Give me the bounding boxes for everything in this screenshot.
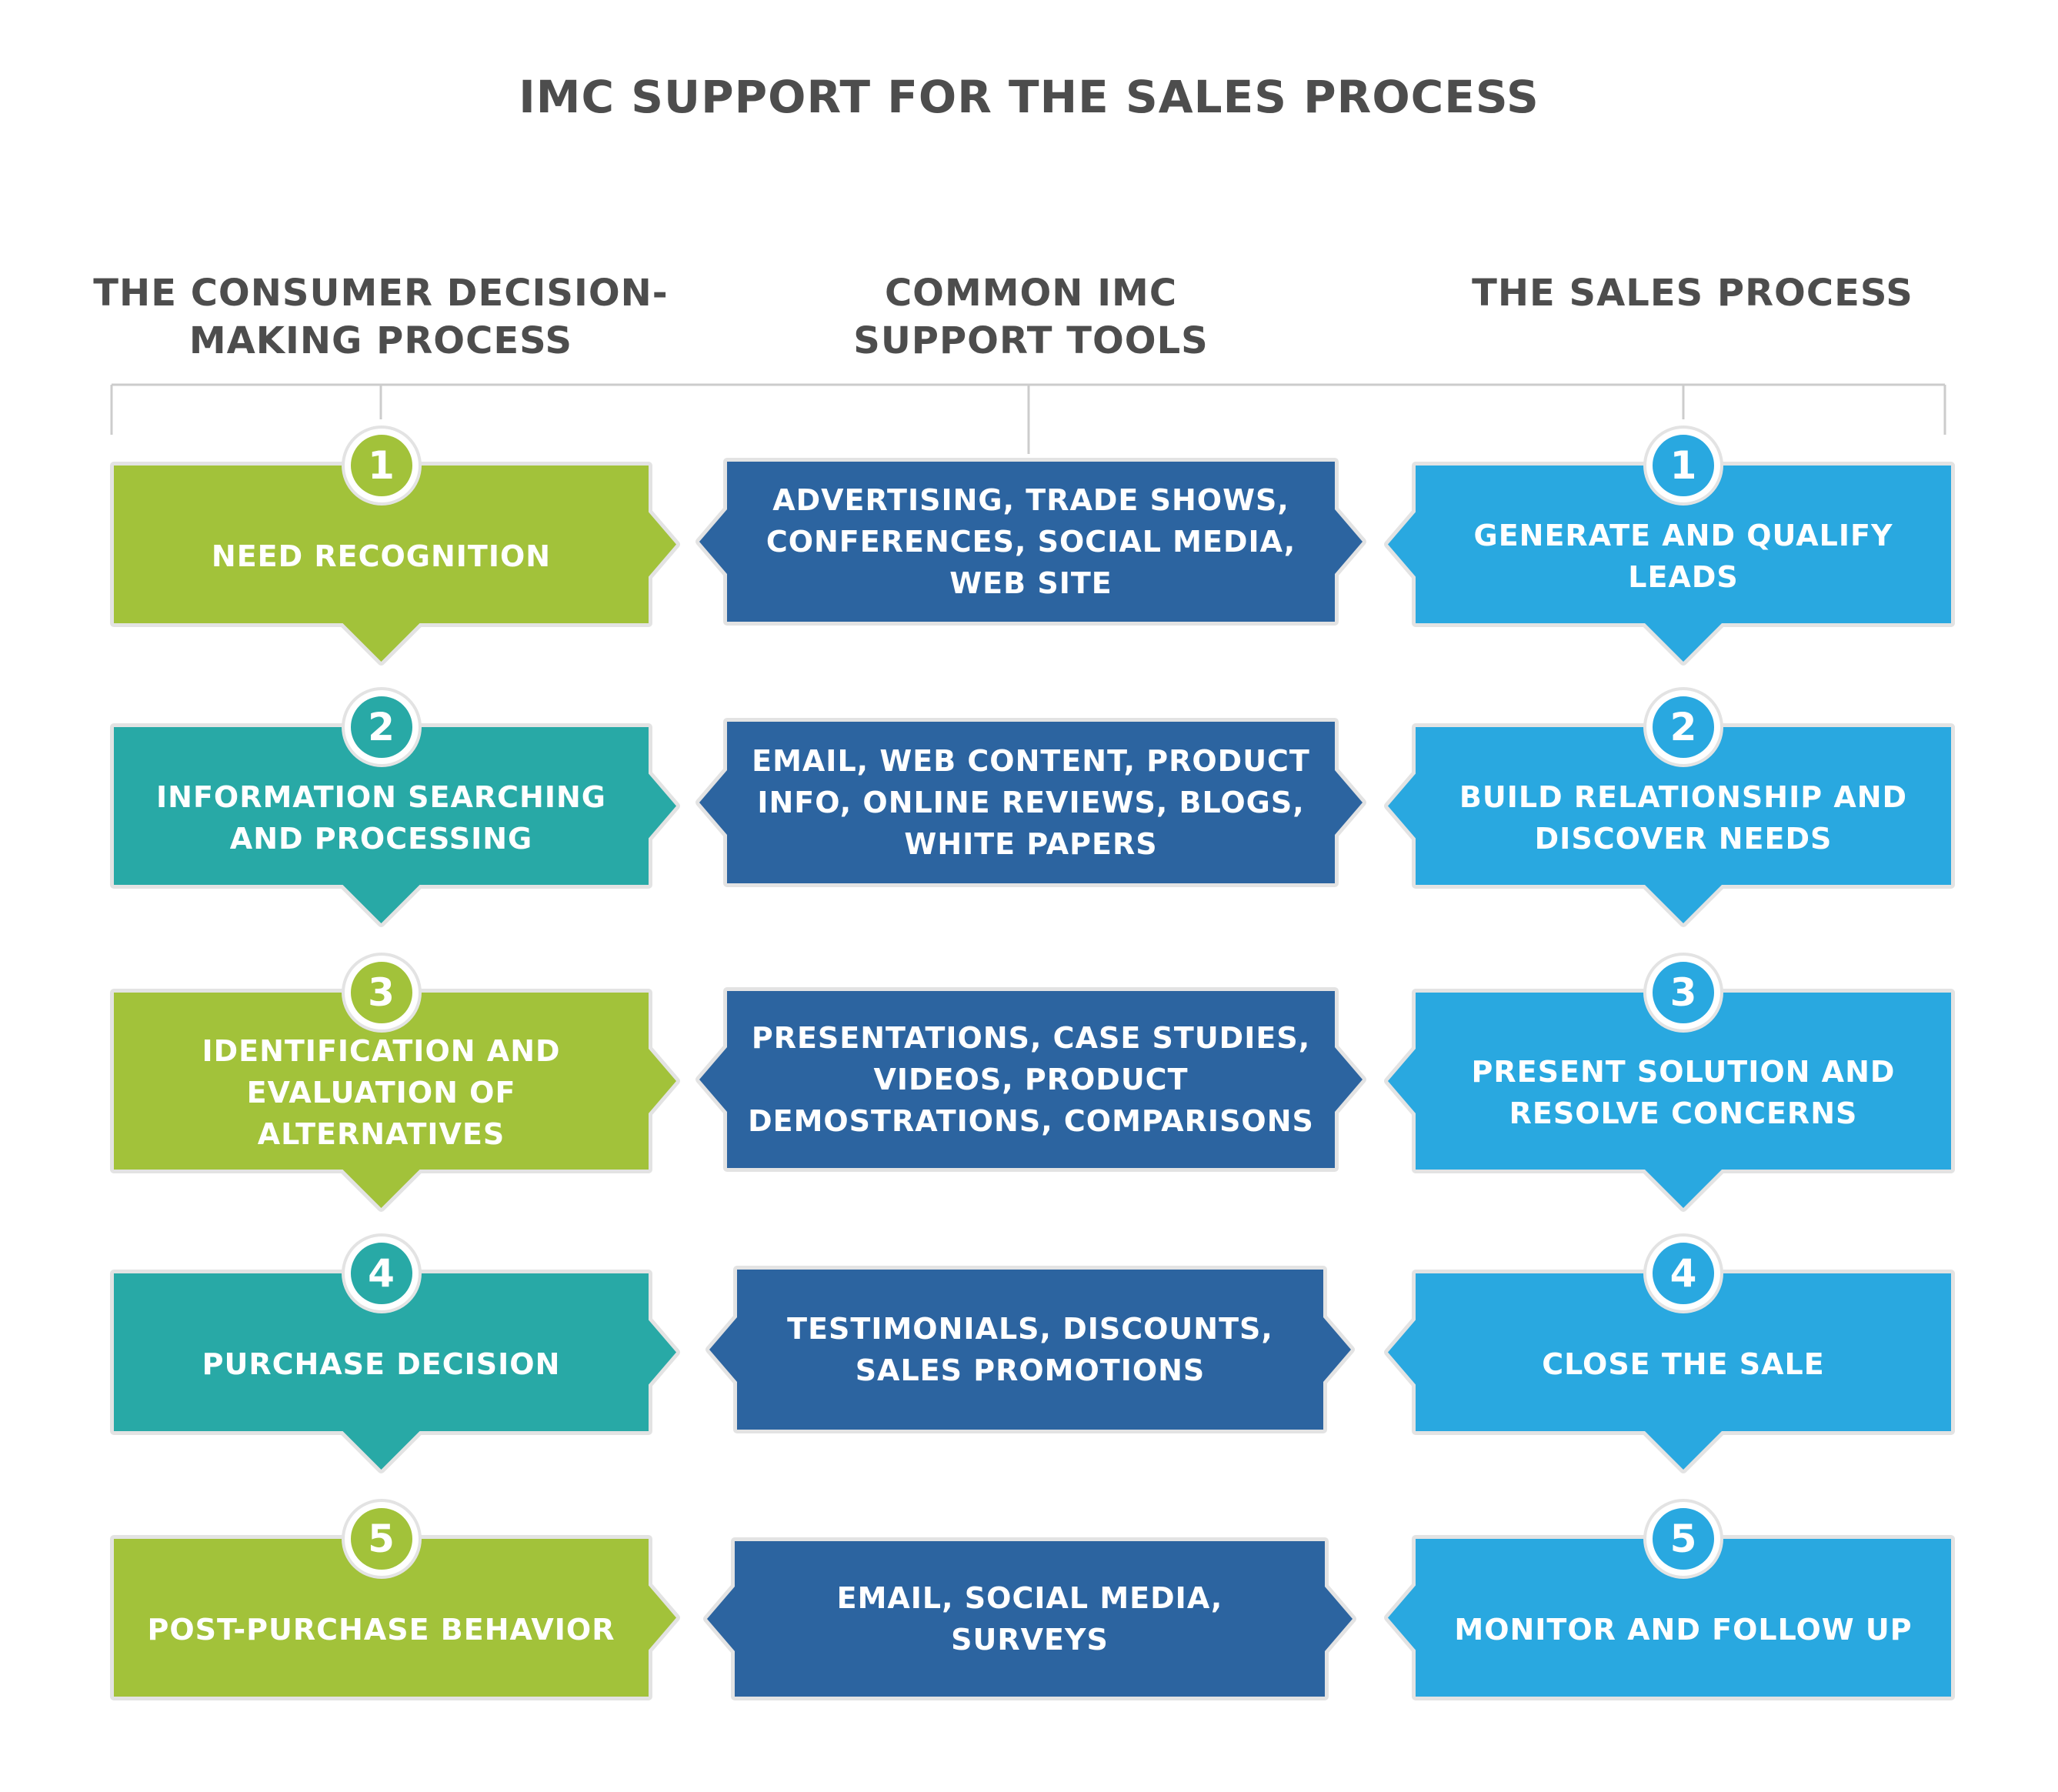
tool-box-shape-1 <box>695 458 1366 626</box>
tool-box-shape-5 <box>703 1537 1356 1700</box>
sales-step-number-2: 2 <box>1646 690 1720 764</box>
tool-box-5: EMAIL, SOCIAL MEDIA, SURVEYS <box>735 1541 1325 1697</box>
consumer-step-5: POST-PURCHASE BEHAVIOR <box>114 1539 649 1697</box>
consumer-step-2-label: INFORMATION SEARCHING AND PROCESSING <box>156 779 606 856</box>
tool-box-4: TESTIMONIALS, DISCOUNTS, SALES PROMOTION… <box>737 1270 1323 1430</box>
sales-step-number-5: 5 <box>1646 1502 1720 1576</box>
tool-box-4-label: TESTIMONIALS, DISCOUNTS, SALES PROMOTION… <box>787 1312 1273 1387</box>
consumer-step-shape-4 <box>110 1270 680 1473</box>
consumer-step-number-5: 5 <box>344 1502 419 1576</box>
consumer-step-3: IDENTIFICATION AND EVALUATION OF ALTERNA… <box>114 993 649 1170</box>
sales-step-shape-5 <box>1384 1535 1955 1700</box>
tool-box-5-label: EMAIL, SOCIAL MEDIA, SURVEYS <box>836 1581 1223 1657</box>
tool-box-1: ADVERTISING, TRADE SHOWS, CONFERENCES, S… <box>727 462 1335 622</box>
sales-step-1-label: GENERATE AND QUALIFY LEADS <box>1473 518 1893 594</box>
column-heading-consumer: THE CONSUMER DECISION-MAKING PROCESS <box>93 272 669 362</box>
sales-step-4: CLOSE THE SALE <box>1416 1273 1951 1431</box>
tool-box-shape-4 <box>705 1266 1355 1433</box>
consumer-step-1: NEED RECOGNITION <box>114 466 649 623</box>
sales-step-shape-1 <box>1384 462 1955 666</box>
consumer-step-4: PURCHASE DECISION <box>114 1273 649 1431</box>
sales-step-5: MONITOR AND FOLLOW UP <box>1416 1539 1951 1697</box>
consumer-step-shape-5 <box>110 1535 680 1700</box>
sales-step-3-label: PRESENT SOLUTION AND RESOLVE CONCERNS <box>1471 1055 1896 1130</box>
sales-step-1: GENERATE AND QUALIFY LEADS <box>1416 466 1951 623</box>
column-heading-sales: THE SALES PROCESS <box>1472 272 1913 315</box>
consumer-step-number-2: 2 <box>344 690 419 764</box>
consumer-step-2: INFORMATION SEARCHING AND PROCESSING <box>114 727 649 885</box>
sales-step-4-label: CLOSE THE SALE <box>1542 1347 1825 1381</box>
sales-step-shape-2 <box>1384 723 1955 927</box>
sales-step-number-1: 1 <box>1646 429 1720 502</box>
tool-box-1-label: ADVERTISING, TRADE SHOWS, CONFERENCES, S… <box>765 483 1296 600</box>
tool-box-3: PRESENTATIONS, CASE STUDIES, VIDEOS, PRO… <box>727 991 1335 1168</box>
sales-step-2: BUILD RELATIONSHIP AND DISCOVER NEEDS <box>1416 727 1951 885</box>
tool-box-shape-2 <box>695 718 1366 887</box>
tool-box-2: EMAIL, WEB CONTENT, PRODUCT INFO, ONLINE… <box>727 722 1335 883</box>
consumer-step-shape-1 <box>110 462 680 666</box>
sales-step-shape-3 <box>1384 989 1955 1212</box>
tool-box-2-label: EMAIL, WEB CONTENT, PRODUCT INFO, ONLINE… <box>752 744 1310 861</box>
sales-step-2-label: BUILD RELATIONSHIP AND DISCOVER NEEDS <box>1459 779 1908 856</box>
sales-step-5-label: MONITOR AND FOLLOW UP <box>1454 1612 1913 1647</box>
column-heading-tools: COMMON IMC SUPPORT TOOLS <box>853 272 1209 362</box>
consumer-step-3-label: IDENTIFICATION AND EVALUATION OF ALTERNA… <box>202 1034 561 1151</box>
tool-box-3-label: PRESENTATIONS, CASE STUDIES, VIDEOS, PRO… <box>748 1021 1314 1138</box>
consumer-step-number-1: 1 <box>344 429 419 502</box>
consumer-step-number-3: 3 <box>344 956 419 1029</box>
consumer-step-shape-2 <box>110 723 680 927</box>
tool-box-shape-3 <box>695 987 1366 1172</box>
consumer-step-number-4: 4 <box>344 1236 419 1310</box>
consumer-step-4-label: PURCHASE DECISION <box>202 1347 561 1381</box>
sales-step-3: PRESENT SOLUTION AND RESOLVE CONCERNS <box>1416 993 1951 1170</box>
page-title: IMC SUPPORT FOR THE SALES PROCESS <box>519 71 1539 123</box>
sales-step-shape-4 <box>1384 1270 1955 1473</box>
consumer-step-shape-3 <box>110 989 680 1212</box>
sales-step-number-3: 3 <box>1646 956 1720 1029</box>
consumer-step-5-label: POST-PURCHASE BEHAVIOR <box>147 1612 615 1647</box>
sales-step-number-4: 4 <box>1646 1236 1720 1310</box>
consumer-step-1-label: NEED RECOGNITION <box>211 539 552 573</box>
